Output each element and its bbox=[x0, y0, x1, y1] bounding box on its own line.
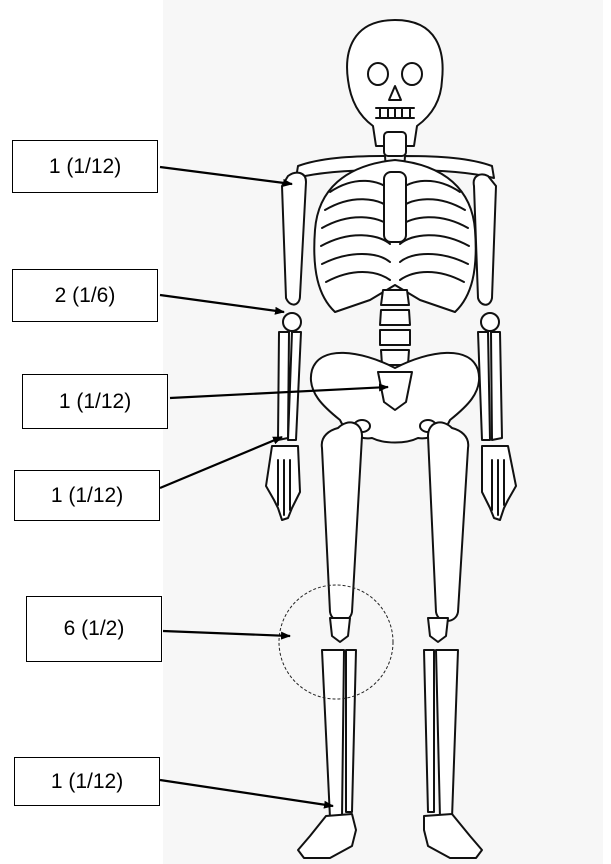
right-elbow bbox=[481, 313, 499, 331]
arrow-1 bbox=[160, 167, 292, 184]
label-box-1: 1 (1/12) bbox=[12, 140, 158, 193]
left-humerus bbox=[282, 173, 306, 305]
left-tibia bbox=[322, 650, 356, 818]
right-tibia bbox=[424, 650, 458, 818]
arrow-6 bbox=[160, 780, 333, 806]
label-box-4: 1 (1/12) bbox=[14, 470, 160, 521]
right-humerus bbox=[474, 174, 496, 304]
left-forearm bbox=[278, 332, 301, 440]
left-eye-socket bbox=[368, 63, 388, 85]
skull bbox=[347, 20, 443, 146]
label-box-6: 1 (1/12) bbox=[14, 757, 160, 806]
arrow-2 bbox=[160, 295, 284, 312]
arrow-4 bbox=[160, 437, 282, 488]
right-patella bbox=[428, 618, 448, 642]
right-femur bbox=[428, 422, 468, 621]
left-elbow bbox=[283, 313, 301, 331]
right-eye-socket bbox=[402, 63, 422, 85]
left-femur bbox=[322, 422, 362, 621]
arrow-5 bbox=[163, 631, 290, 636]
right-foot bbox=[424, 814, 482, 858]
label-box-3: 1 (1/12) bbox=[22, 374, 168, 429]
label-box-2: 2 (1/6) bbox=[12, 269, 158, 322]
left-foot bbox=[298, 814, 356, 858]
spine bbox=[380, 290, 410, 365]
sternum bbox=[384, 172, 406, 242]
label-box-5: 6 (1/2) bbox=[26, 596, 162, 662]
right-forearm bbox=[478, 332, 502, 440]
neck-vertebrae bbox=[384, 132, 406, 156]
left-patella bbox=[330, 618, 350, 642]
